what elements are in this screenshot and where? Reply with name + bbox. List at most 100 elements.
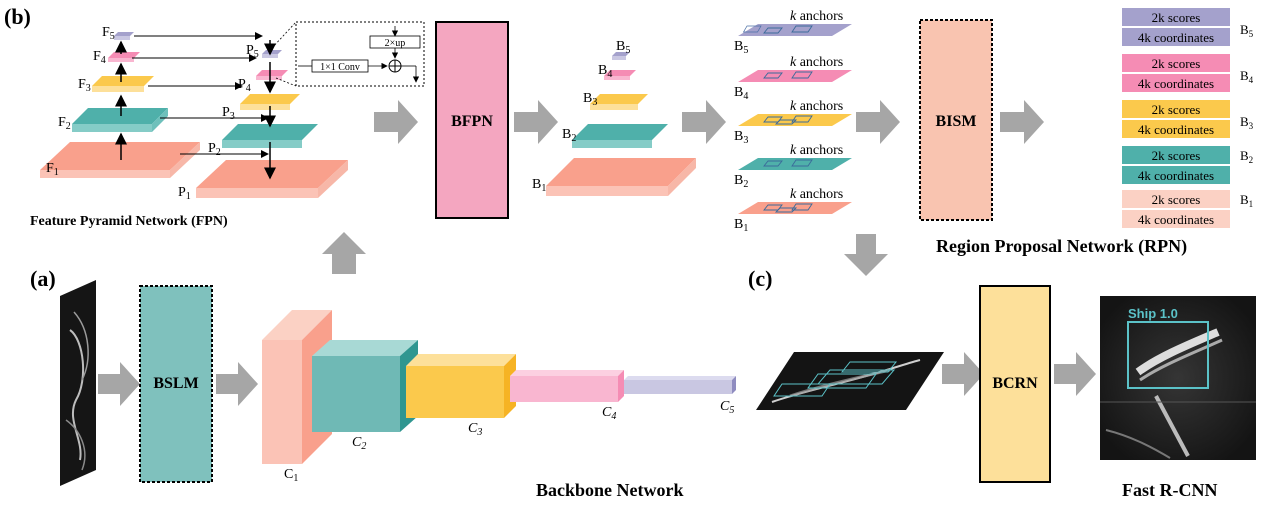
- f3-label: F3: [78, 77, 91, 94]
- b3-output-level: B3: [1240, 114, 1254, 131]
- bism-label: BISM: [936, 113, 977, 130]
- anchors-label-b3: k anchors: [790, 99, 843, 114]
- anchors-b4-label: B4: [734, 85, 748, 102]
- f2-plate: [72, 108, 168, 132]
- f3-plate: [92, 76, 154, 92]
- panel-label-c: (c): [748, 266, 772, 291]
- fpn-title: Feature Pyramid Network (FPN): [30, 214, 228, 229]
- p5-label: P5: [246, 43, 259, 60]
- bcrn-label: BCRN: [992, 375, 1038, 392]
- arrow-bcrn-to-result: [1054, 352, 1096, 396]
- arrow-proposals-to-bcrn: [942, 352, 984, 396]
- bfpn-module: BFPN: [435, 21, 509, 219]
- detection-result-image: Ship 1.0: [1100, 296, 1256, 460]
- arrow-bslm-to-c1: [216, 362, 258, 406]
- f4-label: F4: [93, 49, 106, 66]
- p4-plate: [256, 70, 288, 80]
- anchors-column: k anchors k anchors k anchors k anchors …: [734, 9, 852, 234]
- anchors-b3-label: B3: [734, 129, 748, 146]
- b3-scores: 2k scores: [1152, 102, 1201, 117]
- p1-label: P1: [178, 185, 191, 202]
- b4-output-level: B4: [1240, 68, 1254, 85]
- bfpn-output-levels: B1 B2 B3 B4 B5: [532, 39, 696, 196]
- bslm-module: BSLM: [139, 285, 213, 483]
- anchors-label-b1: k anchors: [790, 187, 843, 202]
- ship-bounding-box: [1127, 321, 1209, 389]
- c2-label: C2: [352, 435, 366, 452]
- f4-plate: [108, 52, 140, 62]
- p2-plate: [222, 124, 318, 148]
- rpn-output-b4: 2k scores 4k coordinates B4: [1122, 54, 1254, 92]
- c3-label: C3: [468, 421, 482, 438]
- f1-label: F1: [46, 161, 59, 178]
- panel-label-b: (b): [4, 4, 31, 29]
- rpn-output-b3: 2k scores 4k coordinates B3: [1122, 100, 1254, 138]
- b4-scores: 2k scores: [1152, 56, 1201, 71]
- rpn-output-b2: 2k scores 4k coordinates B2: [1122, 146, 1253, 184]
- bfpn-label: BFPN: [451, 113, 493, 130]
- p5-plate: [262, 50, 282, 58]
- p4-label: P4: [238, 77, 251, 94]
- b2-scores: 2k scores: [1152, 148, 1201, 163]
- input-sar-image: [60, 280, 96, 486]
- inset-up-label: 2×up: [385, 38, 406, 49]
- proposal-sar-image: [756, 352, 944, 410]
- b5-scores: 2k scores: [1152, 10, 1201, 25]
- arrow-levels-to-anchors: [682, 100, 726, 144]
- fpn-diagram: F1 F2 F3 F4 F5: [30, 21, 425, 229]
- p1-plate: [196, 160, 348, 198]
- anchors-b1-label: B1: [734, 217, 748, 234]
- anchors-b5-label: B5: [734, 39, 748, 56]
- f1-plate: [40, 142, 200, 178]
- arrow-input-to-bslm: [98, 362, 140, 406]
- b1-scores: 2k scores: [1152, 192, 1201, 207]
- anchors-b2-label: B2: [734, 173, 748, 190]
- b3-coordinates: 4k coordinates: [1138, 122, 1214, 137]
- arrow-bism-to-scores: [1000, 100, 1044, 144]
- f5-label: F5: [102, 25, 115, 42]
- bfpn-b5-label: B5: [616, 39, 630, 56]
- p2-label: P2: [208, 141, 221, 158]
- c1-label: C1: [284, 467, 298, 484]
- c4-label: C4: [602, 405, 616, 422]
- backbone-title: Backbone Network: [536, 480, 684, 500]
- rpn-output-b5: 2k scores 4k coordinates B5: [1122, 8, 1254, 46]
- arrow-rpn-to-fastrcnn: [844, 234, 888, 276]
- c5-label: C5: [720, 399, 734, 416]
- anchors-label-b5: k anchors: [790, 9, 843, 24]
- rpn-outputs: 2k scores 4k coordinates B5 2k scores 4k…: [1122, 8, 1254, 228]
- bcrn-module: BCRN: [979, 285, 1051, 483]
- rpn-title: Region Proposal Network (RPN): [936, 236, 1187, 257]
- backbone-blocks: C1 C2 C3 C4 C5: [262, 310, 736, 484]
- arrow-bfpn-to-levels: [514, 100, 558, 144]
- bism-module: BISM: [919, 19, 993, 221]
- b4-coordinates: 4k coordinates: [1138, 76, 1214, 91]
- panel-label-a: (a): [30, 266, 56, 291]
- b5-coordinates: 4k coordinates: [1138, 30, 1214, 45]
- fpn-inset-detail: 2×up 1×1 Conv: [271, 21, 425, 87]
- bfpn-b3-label: B3: [583, 91, 597, 108]
- b2-coordinates: 4k coordinates: [1138, 168, 1214, 183]
- arrow-backbone-to-fpn: [322, 232, 366, 274]
- anchors-label-b4: k anchors: [790, 55, 843, 70]
- b1-output-level: B1: [1240, 192, 1253, 209]
- p3-plate: [240, 94, 300, 110]
- rpn-output-b1: 2k scores 4k coordinates B1: [1122, 190, 1253, 228]
- bfpn-b2-label: B2: [562, 127, 576, 144]
- b2-output-level: B2: [1240, 148, 1253, 165]
- inset-conv-label: 1×1 Conv: [320, 62, 360, 73]
- b5-output-level: B5: [1240, 22, 1254, 39]
- f5-plate: [114, 32, 134, 40]
- ship-detection-label: Ship 1.0: [1128, 306, 1178, 321]
- p3-label: P3: [222, 105, 235, 122]
- bfpn-b1-label: B1: [532, 177, 546, 194]
- anchors-label-b2: k anchors: [790, 143, 843, 158]
- fast-rcnn-title: Fast R-CNN: [1122, 480, 1217, 500]
- bfpn-b4-label: B4: [598, 63, 612, 80]
- arrow-anchors-to-bism: [856, 100, 900, 144]
- bslm-label: BSLM: [153, 375, 198, 392]
- flow-arrows: [98, 100, 1096, 406]
- f2-label: F2: [58, 115, 71, 132]
- arrow-fpn-to-bfpn: [374, 100, 418, 144]
